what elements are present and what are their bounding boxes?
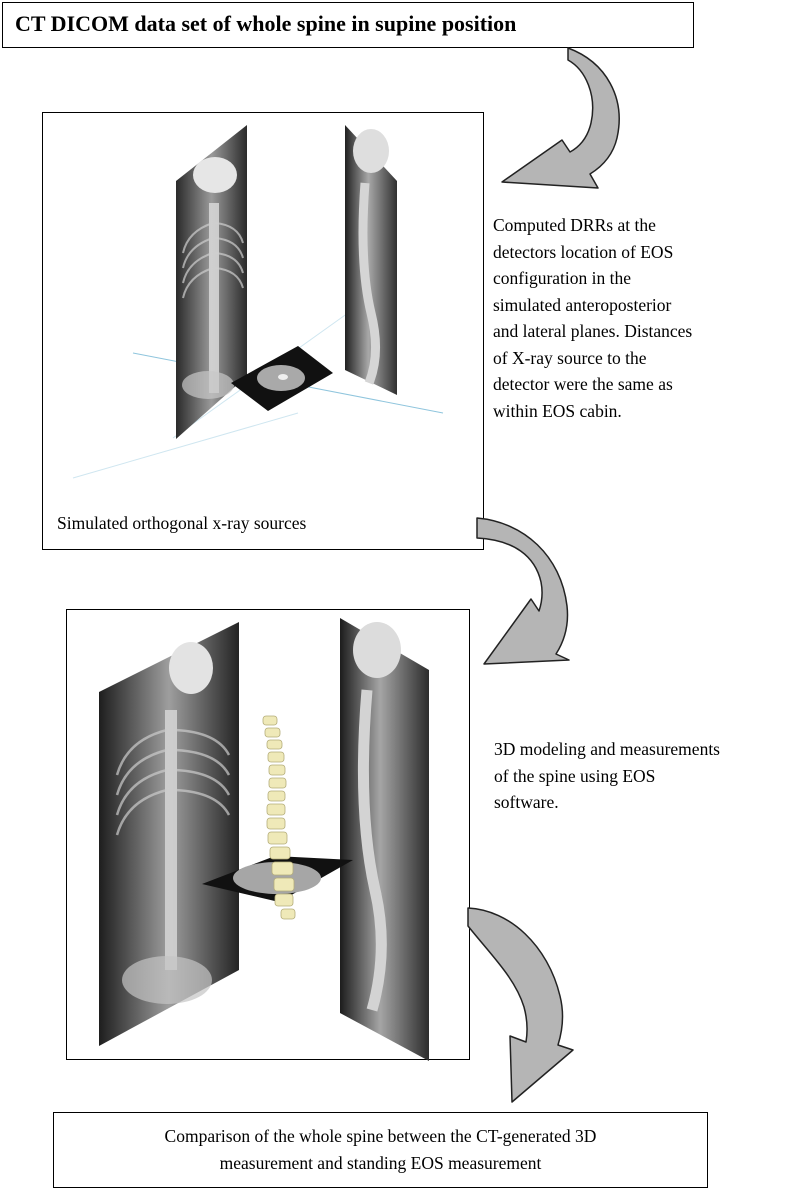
curved-arrow-icon [501,47,620,189]
vertebra-section [278,374,288,380]
ribcage-shape [182,222,244,299]
spine-shape [165,710,177,970]
spine-lateral-shape [358,182,381,385]
skull-lateral-shape [353,622,401,678]
skull-shape [193,157,237,193]
lateral-drr-image [340,618,429,1061]
description-line: of the spine using EOS [494,765,656,786]
spine-lateral-shape [357,689,387,1012]
description-line: and lateral planes. Distances [493,321,693,341]
description-line: configuration in the [493,268,632,288]
lateral-drr-image [345,125,397,395]
drr-panel: Simulated orthogonal x-ray sources [42,112,484,550]
panel1-caption: Simulated orthogonal x-ray sources [57,513,307,533]
spine-shape [209,203,219,393]
drr-description: Computed DRRs at the detectors location … [493,212,783,424]
spine-3d-model [262,715,296,920]
comparison-text: Comparison of the whole spine between th… [54,1123,707,1177]
description-line: simulated anteroposterior [493,294,672,315]
modeling-description: 3D modeling and measurements of the spin… [494,736,784,816]
curved-arrow-icon [476,517,570,665]
modeling-panel [66,609,470,1061]
comparison-line: measurement and standing EOS measurement [219,1153,542,1173]
pelvis-shape [182,371,234,399]
modeling-illustration [99,618,429,1061]
description-line: software. [494,792,559,812]
drr-illustration [72,125,444,479]
description-line: detectors location of EOS [493,241,674,262]
description-line: Computed DRRs at the [493,215,656,235]
beam-line [72,412,299,479]
skull-shape [169,642,213,694]
pelvis-shape [122,956,212,1004]
title-box: CT DICOM data set of whole spine in supi… [2,2,694,48]
comparison-box: Comparison of the whole spine between th… [53,1112,708,1188]
ribcage-shape [115,728,231,836]
curved-arrow-icon [467,907,574,1103]
description-line: 3D modeling and measurements [494,739,720,759]
skull-lateral-shape [353,129,389,173]
description-line: within EOS cabin. [493,400,622,421]
comparison-line: Comparison of the whole spine between th… [164,1126,597,1146]
description-line: of X-ray source to the [493,347,647,368]
description-line: detector were the same as [493,374,673,394]
diagram-title: CT DICOM data set of whole spine in supi… [15,11,517,36]
